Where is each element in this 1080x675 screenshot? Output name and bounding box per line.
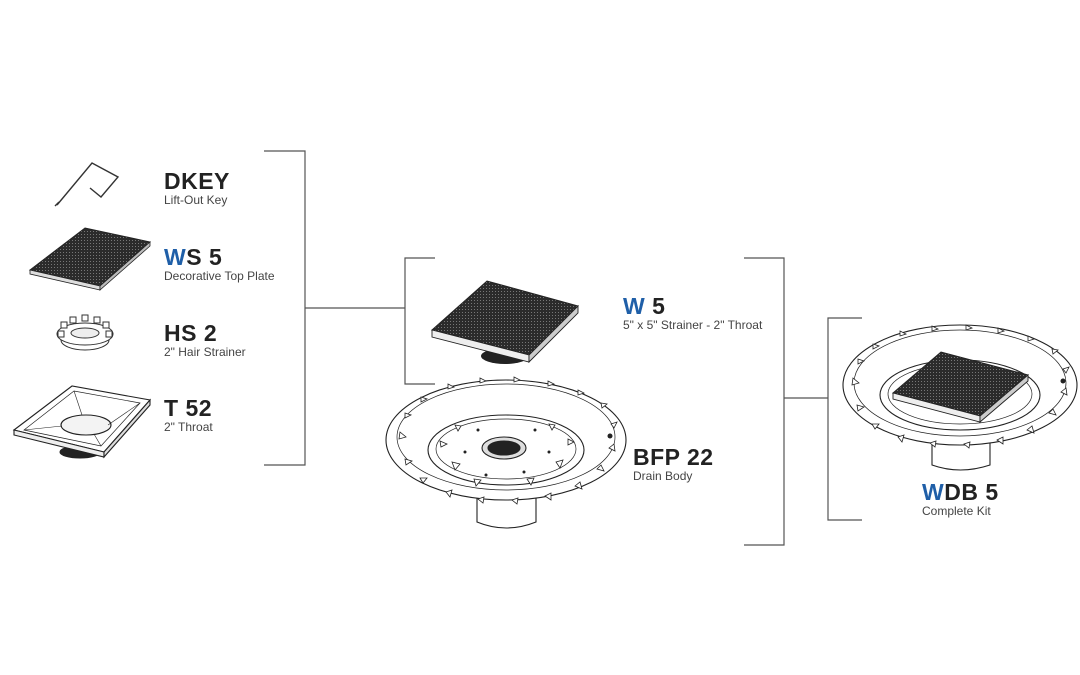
wdb5-code-text: DB 5 bbox=[944, 479, 999, 505]
bfp22-code: BFP 22 bbox=[633, 445, 714, 469]
label-ws5: WS 5 Decorative Top Plate bbox=[164, 245, 275, 283]
ws5-code-text: S 5 bbox=[186, 244, 223, 270]
label-hs2: HS 2 2" Hair Strainer bbox=[164, 321, 246, 359]
t52-code: T 52 bbox=[164, 396, 213, 420]
bracket-right bbox=[827, 317, 862, 521]
bfp22-code-text: BFP 22 bbox=[633, 444, 714, 470]
ws5-description: Decorative Top Plate bbox=[164, 269, 275, 283]
bracket-lines bbox=[264, 150, 862, 546]
throat-icon bbox=[12, 385, 152, 459]
hair-strainer-icon bbox=[56, 314, 114, 351]
strainer-icon bbox=[430, 280, 579, 364]
hs2-code-text: HS 2 bbox=[164, 320, 218, 346]
label-wdb5: WDB 5 Complete Kit bbox=[922, 480, 999, 518]
complete-kit-icon bbox=[842, 324, 1078, 471]
label-w5: W 5 5" x 5" Strainer - 2" Throat bbox=[623, 294, 762, 332]
dkey-description: Lift-Out Key bbox=[164, 193, 228, 207]
label-bfp22: BFP 22 Drain Body bbox=[633, 445, 714, 483]
label-t52: T 52 2" Throat bbox=[164, 396, 213, 434]
w5-code-text: 5 bbox=[645, 293, 666, 319]
bracket-w5-left bbox=[404, 257, 435, 385]
wdb5-accent: W bbox=[922, 479, 945, 505]
wdb5-description: Complete Kit bbox=[922, 504, 991, 518]
w5-code: W 5 bbox=[623, 294, 762, 318]
hs2-description: 2" Hair Strainer bbox=[164, 345, 246, 359]
bracket-left bbox=[264, 150, 306, 466]
t52-code-text: T 52 bbox=[164, 395, 213, 421]
label-dkey: DKEY Lift-Out Key bbox=[164, 169, 230, 207]
drain-body-icon bbox=[385, 376, 627, 529]
lift-out-key-icon bbox=[54, 162, 120, 207]
dkey-code-text: DKEY bbox=[164, 168, 230, 194]
w5-description: 5" x 5" Strainer - 2" Throat bbox=[623, 318, 763, 332]
dkey-code: DKEY bbox=[164, 169, 230, 193]
hs2-code: HS 2 bbox=[164, 321, 246, 345]
bracket-mid bbox=[744, 257, 785, 546]
bfp22-description: Drain Body bbox=[633, 469, 693, 483]
w5-accent: W bbox=[623, 293, 646, 319]
ws5-accent: W bbox=[164, 244, 187, 270]
decorative-plate-icon bbox=[28, 227, 152, 291]
ws5-code: WS 5 bbox=[164, 245, 275, 269]
t52-description: 2" Throat bbox=[164, 420, 213, 434]
wdb5-code: WDB 5 bbox=[922, 480, 999, 504]
